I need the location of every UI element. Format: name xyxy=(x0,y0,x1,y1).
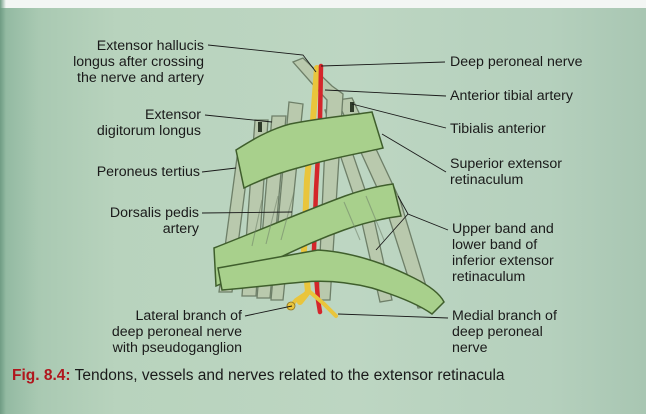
label-superior-extensor-retinaculum: Superior extensor retinaculum xyxy=(450,156,562,188)
label-lateral-branch: Lateral branch of deep peroneal nerve wi… xyxy=(20,308,242,356)
figure-caption: Fig. 8.4: Tendons, vessels and nerves re… xyxy=(12,366,642,385)
label-deep-peroneal-nerve: Deep peroneal nerve xyxy=(450,54,583,70)
label-medial-branch: Medial branch of deep peroneal nerve xyxy=(452,308,557,356)
label-anterior-tibial-artery: Anterior tibial artery xyxy=(450,88,573,104)
label-extensor-hallucis-longus: Extensor hallucis longus after crossing … xyxy=(8,38,204,86)
figure-number: Fig. 8.4: xyxy=(12,367,71,384)
label-dorsalis-pedis-artery: Dorsalis pedis artery xyxy=(60,205,199,237)
tendon-marker xyxy=(258,122,262,132)
label-tibialis-anterior: Tibialis anterior xyxy=(450,121,546,137)
label-inferior-extensor-retinaculum: Upper band and lower band of inferior ex… xyxy=(452,221,554,285)
label-peroneus-tertius: Peroneus tertius xyxy=(40,164,200,180)
tendon-marker xyxy=(350,102,354,112)
caption-text: Tendons, vessels and nerves related to t… xyxy=(71,367,505,384)
label-extensor-digitorum-longus: Extensor digitorum longus xyxy=(60,107,201,139)
